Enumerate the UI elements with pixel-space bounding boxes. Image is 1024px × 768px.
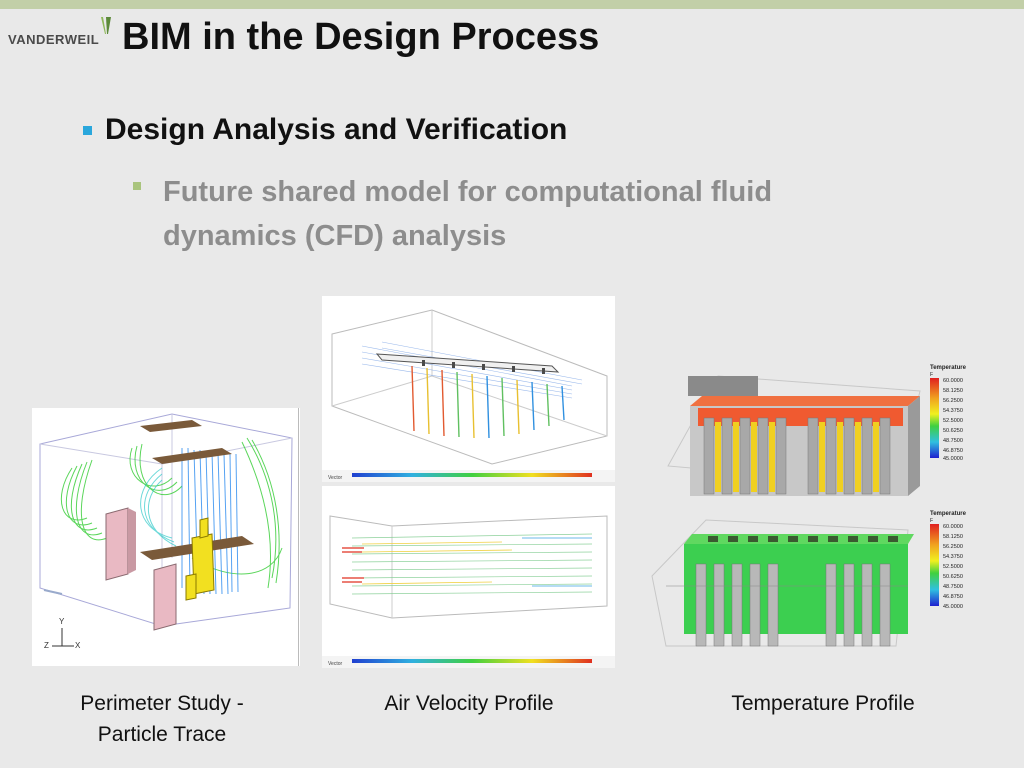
image-divider <box>298 408 299 666</box>
air-velocity-image-bottom: Vector <box>322 486 615 668</box>
caption-temperature: Temperature Profile <box>731 692 915 715</box>
temp-legend-value: 45.0000 <box>943 604 963 610</box>
air-velocity-image-top: Vector <box>322 296 615 482</box>
axis-y-label: Y <box>59 617 65 626</box>
logo-text: VANDERWEIL <box>8 32 100 47</box>
temp-legend-value: 48.7500 <box>943 584 963 590</box>
temp-legend-value: 58.1250 <box>943 534 963 540</box>
bullet-level-1: Design Analysis and Verification <box>83 113 567 147</box>
temp-legend-value: 54.3750 <box>943 408 963 414</box>
temp-legend-value: 56.2500 <box>943 544 963 550</box>
temp-legend-value: 60.0000 <box>943 378 963 384</box>
temp-legend-value: 46.8750 <box>943 448 963 454</box>
perimeter-study-image: Y Z X <box>32 408 300 666</box>
slide-title: BIM in the Design Process <box>122 16 600 58</box>
temp-legend-value: 52.5000 <box>943 418 963 424</box>
temp-legend-value: 54.3750 <box>943 554 963 560</box>
temp-legend-value: 52.5000 <box>943 564 963 570</box>
temperature-image-top: Temperature F 60.0000 58.1250 56.2500 54… <box>658 356 978 506</box>
temp-legend-value: 60.0000 <box>943 524 963 530</box>
axis-x-label: X <box>75 641 81 650</box>
sub-bullet-text: Future shared model for computational fl… <box>163 176 773 252</box>
bullet-text: Design Analysis and Verification <box>105 113 568 146</box>
temp-legend-value: 56.2500 <box>943 398 963 404</box>
temp-legend-value: 48.7500 <box>943 438 963 444</box>
bullet-level-2: Future shared model for computational fl… <box>133 170 893 258</box>
temp-legend-unit: F <box>930 518 933 524</box>
bullet-square-icon <box>83 126 92 135</box>
caption-line: Particle Trace <box>97 723 227 746</box>
temp-legend-value: 46.8750 <box>943 594 963 600</box>
temp-legend-value: 50.6250 <box>943 428 963 434</box>
top-accent-bar <box>0 0 1024 9</box>
sub-bullet-square-icon <box>133 182 141 190</box>
temperature-image-bottom: Temperature F 60.0000 58.1250 56.2500 54… <box>646 506 978 656</box>
caption-line: Perimeter Study - <box>80 692 244 715</box>
temp-legend-title: Temperature <box>930 511 967 517</box>
vanderweil-logo: VANDERWEIL <box>8 17 112 50</box>
temp-legend-value: 45.0000 <box>943 456 963 462</box>
axis-z-label: Z <box>44 641 49 650</box>
caption-air-velocity: Air Velocity Profile <box>384 692 554 715</box>
temp-legend-value: 50.6250 <box>943 574 963 580</box>
velocity-legend-label: Vector <box>328 661 343 667</box>
temp-legend-title: Temperature <box>930 365 967 371</box>
temp-legend-unit: F <box>930 372 933 378</box>
temp-legend-value: 58.1250 <box>943 388 963 394</box>
caption-perimeter-study: Perimeter Study - Particle Trace <box>52 688 272 750</box>
logo-mark-icon <box>101 17 111 34</box>
velocity-legend-label: Vector <box>328 475 343 481</box>
